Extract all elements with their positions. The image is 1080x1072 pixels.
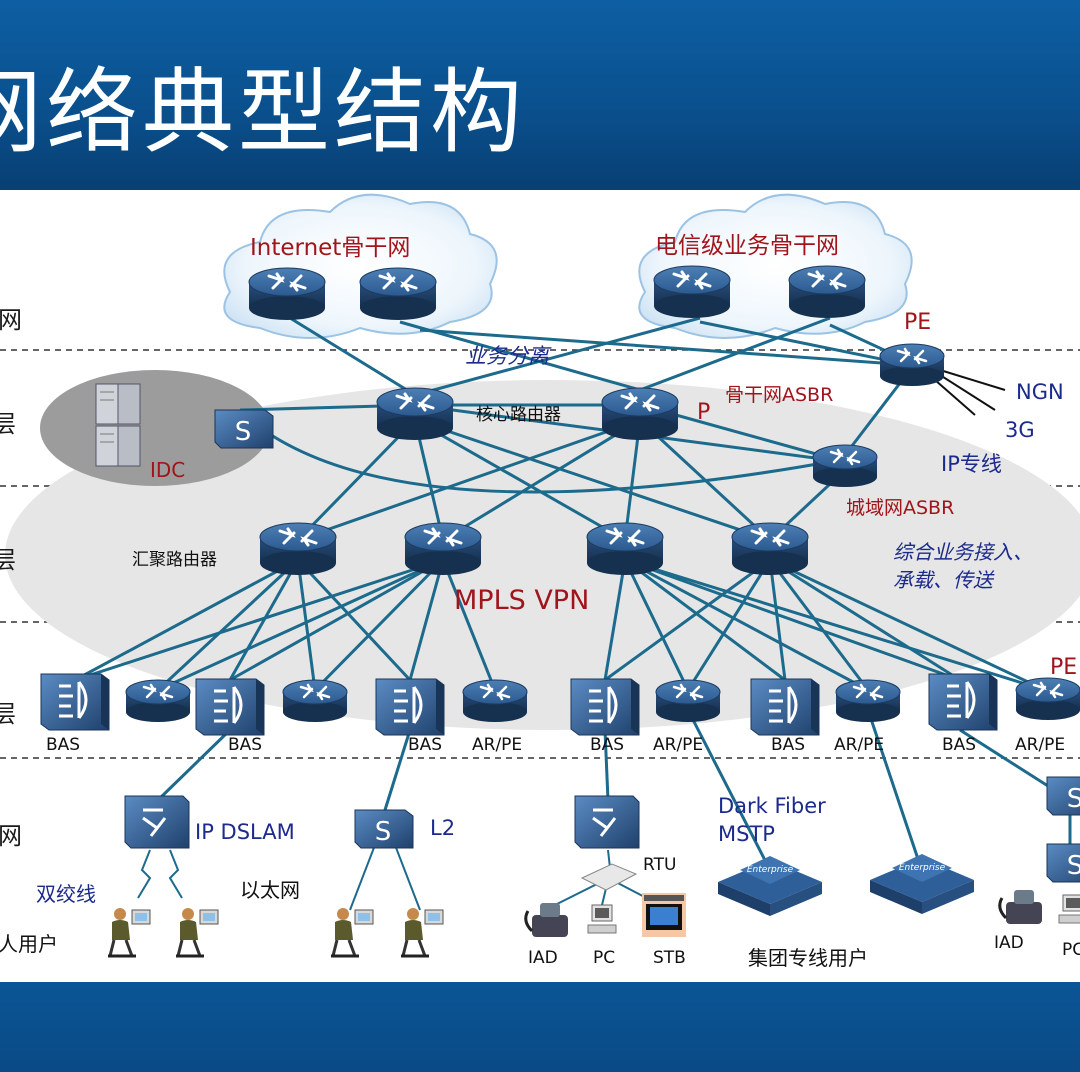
bottom-banner xyxy=(0,982,1080,1072)
enterprise-2 xyxy=(870,854,974,914)
pe-label: PE xyxy=(904,310,932,335)
core-router-label: 核心路由器 xyxy=(476,405,561,425)
metro-network-zone xyxy=(5,380,1080,730)
edge-label-arpe-3: AR/PE xyxy=(834,735,885,755)
layer-label-1: 网 xyxy=(0,306,22,334)
iad-phone-right xyxy=(998,888,1044,926)
edge-label-arpe-1: AR/PE xyxy=(472,735,523,755)
idc-switch xyxy=(214,409,274,449)
user-4 xyxy=(399,906,445,958)
edge-label-arpe-4: AR/PE xyxy=(1015,735,1066,755)
ip-line-label: IP专线 xyxy=(941,452,1002,476)
p-label: P xyxy=(697,400,711,425)
carrier-router-1 xyxy=(652,264,732,320)
internet-backbone-label: Internet骨干网 xyxy=(250,235,411,261)
edge-label-arpe-2: AR/PE xyxy=(653,735,704,755)
edge-label-bas-6: BAS xyxy=(942,735,977,755)
metro-asbr-label: 城域网ASBR xyxy=(846,497,955,519)
integrated-services-line1: 综合业务接入、 xyxy=(893,540,1033,564)
l2-switch xyxy=(354,809,414,849)
pc-right-label: PC xyxy=(1062,940,1080,960)
rtu-label: RTU xyxy=(643,855,677,875)
user-3 xyxy=(329,906,375,958)
bas-1 xyxy=(39,672,111,732)
integrated-services-line2: 承载、传送 xyxy=(893,568,993,592)
ar-pe-2 xyxy=(654,678,722,724)
backbone-asbr-label: 骨干网ASBR xyxy=(725,384,834,406)
right-switch-1 xyxy=(1046,776,1080,816)
bas-5 xyxy=(749,677,821,737)
internet-router-2 xyxy=(358,266,438,322)
iad-phone xyxy=(524,901,570,939)
group-users-label: 集团专线用户 xyxy=(748,946,868,970)
pe-edge-label: PE xyxy=(1050,655,1078,680)
agg-router-4 xyxy=(730,521,810,577)
bas-6 xyxy=(927,672,999,732)
metro-asbr-router xyxy=(811,443,879,489)
ngn-label: NGN xyxy=(1016,380,1064,404)
ar-pe-3 xyxy=(834,678,902,724)
bas-3 xyxy=(374,677,446,737)
ip-dslam-label: IP DSLAM xyxy=(195,820,295,844)
layer-label-3: 层 xyxy=(0,546,16,574)
layer-label-5: 网 xyxy=(0,822,22,850)
edge-label-bas-4: BAS xyxy=(590,735,625,755)
agg-router-label: 汇聚路由器 xyxy=(132,550,217,570)
carrier-backbone-label: 电信级业务骨干网 xyxy=(655,233,839,259)
pe-router xyxy=(878,342,946,388)
3g-label: 3G xyxy=(1005,418,1035,442)
personal-users-label: 人用户 xyxy=(0,932,58,956)
pc-terminal-right xyxy=(1058,894,1080,924)
pe-service-links xyxy=(934,369,1006,416)
mpls-vpn-label: MPLS VPN xyxy=(454,585,590,616)
right-switch-2 xyxy=(1046,843,1080,883)
internet-router-1 xyxy=(247,266,327,322)
user-1 xyxy=(106,906,152,958)
agg-router-3 xyxy=(585,521,665,577)
network-diagram: S Enterprise xyxy=(0,193,1080,958)
edge-label-bas-5: BAS xyxy=(771,735,806,755)
ar-pe-1 xyxy=(461,678,529,724)
iad-label: IAD xyxy=(528,948,558,968)
enterprise-1 xyxy=(718,856,822,916)
business-split-label: 业务分离 xyxy=(465,344,549,368)
layer-label-2: 层 xyxy=(0,410,16,438)
edge-router-1 xyxy=(124,678,192,724)
core-router-left xyxy=(375,386,455,442)
layer-label-4: 层 xyxy=(0,700,16,728)
user-2 xyxy=(174,906,220,958)
idc-label: IDC xyxy=(150,458,186,482)
dark-fiber-label: Dark Fiber xyxy=(718,794,826,818)
ip-dslam-device xyxy=(123,794,191,850)
idc-servers xyxy=(95,383,141,467)
iad-right-label: IAD xyxy=(994,933,1024,953)
edge-router-2 xyxy=(281,678,349,724)
pc-label: PC xyxy=(593,948,616,968)
ethernet-label: 以太网 xyxy=(240,878,300,902)
edge-label-bas-1: BAS xyxy=(46,735,81,755)
edge-label-bas-2: BAS xyxy=(228,735,263,755)
agg-router-2 xyxy=(403,521,483,577)
stb-tv xyxy=(642,893,686,937)
rtu-dslam-device xyxy=(573,794,641,850)
ar-pe-4 xyxy=(1014,676,1080,722)
rtu-device xyxy=(580,863,638,891)
edge-label-bas-3: BAS xyxy=(408,735,443,755)
carrier-router-2 xyxy=(787,264,867,320)
title-banner: 网络典型结构 xyxy=(0,0,1080,190)
mstp-label: MSTP xyxy=(718,822,775,846)
bas-2 xyxy=(194,677,266,737)
stb-label: STB xyxy=(653,948,686,968)
core-router-p xyxy=(600,386,680,442)
page-title: 网络典型结构 xyxy=(0,59,527,166)
bas-4 xyxy=(569,677,641,737)
agg-router-1 xyxy=(258,521,338,577)
pc-terminal xyxy=(587,904,617,934)
l2-label: L2 xyxy=(430,816,456,840)
twisted-pair-label: 双绞线 xyxy=(36,882,96,906)
